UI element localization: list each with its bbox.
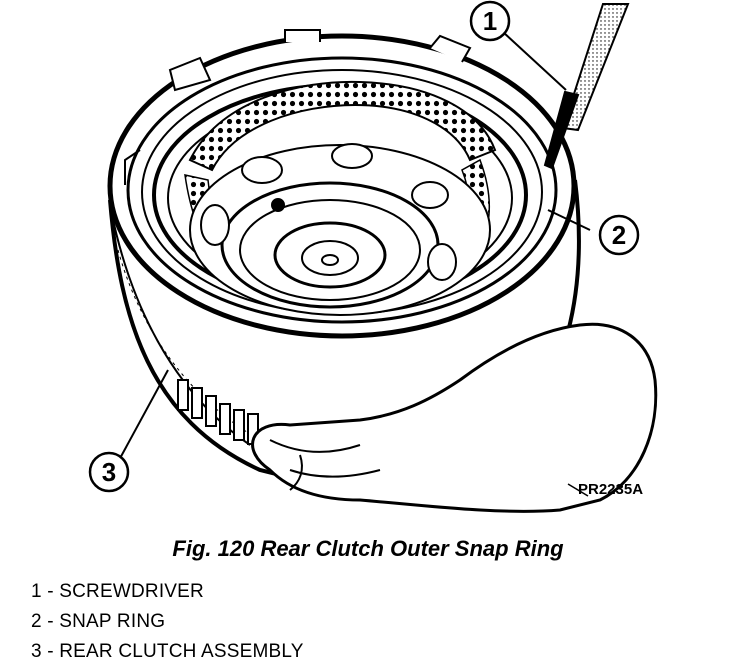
clutch-hub: [189, 143, 491, 316]
callout-leaders: [117, 31, 591, 463]
drum-splines: [177, 379, 259, 445]
callout-2-number: 2: [612, 220, 626, 250]
callout-3-number: 3: [102, 457, 116, 487]
screwdriver: [543, 3, 630, 170]
clutch-illustration: 1 2 3 PR2235A: [88, 0, 658, 513]
drawing-code: PR2235A: [578, 481, 643, 498]
callout-1: 1: [469, 0, 511, 42]
legend-item-rear-clutch-assembly: 3 - REAR CLUTCH ASSEMBLY: [31, 641, 304, 662]
callout-3: 3: [88, 451, 130, 493]
legend-item-snap-ring: 2 - SNAP RING: [31, 611, 166, 632]
snap-ring: [124, 29, 528, 307]
callout-1-number: 1: [483, 6, 497, 36]
drawing-code-tick: [567, 483, 589, 497]
figure-caption: Fig. 120 Rear Clutch Outer Snap Ring: [172, 536, 564, 561]
callout-2: 2: [598, 214, 640, 256]
legend-item-screwdriver: 1 - SCREWDRIVER: [31, 581, 204, 602]
technician-hand: [251, 322, 658, 513]
